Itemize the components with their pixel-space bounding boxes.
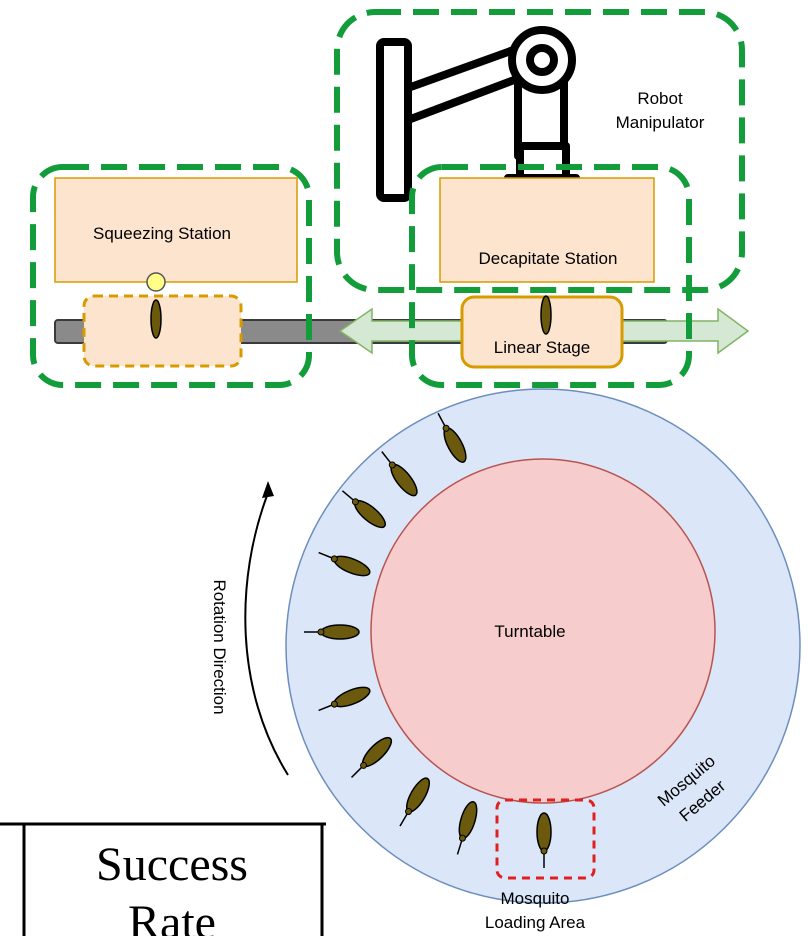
mosquito-icon — [351, 736, 393, 778]
turntable-label: Turntable — [494, 622, 565, 641]
robot-manipulator-label-line1: Robot — [637, 89, 683, 108]
rotation-direction-label: Rotation Direction — [210, 579, 229, 714]
mosquito-icon — [318, 686, 371, 712]
turntable — [370, 458, 716, 804]
mosquito-icon — [456, 800, 478, 855]
squeezing-station-label: Squeezing Station — [93, 224, 231, 243]
squeezing-station-group-outline — [30, 164, 312, 388]
table-header-rate: Rate — [128, 896, 216, 936]
table-fragment: Success Rate — [0, 822, 326, 936]
table-header-success: Success — [96, 838, 248, 891]
mosquito-loading-area-label-line2: Loading Area — [485, 913, 586, 932]
mosquito-icon — [318, 551, 371, 577]
mosquito-icon — [381, 451, 418, 497]
mosquito-loading-area-label-line1: Mosquito — [501, 889, 570, 908]
linear-stage-carriage — [460, 295, 624, 369]
mosquito-icon — [341, 490, 386, 529]
decapitate-station-box — [439, 177, 655, 283]
squeezing-probe-dot — [146, 272, 166, 292]
mosquito-icon — [540, 295, 552, 335]
mosquito-icon — [150, 299, 162, 339]
arrowhead-icon — [262, 481, 274, 498]
robot-arm-icon — [376, 26, 576, 202]
squeezing-station-box — [54, 177, 298, 283]
robot-manipulator-group-outline — [334, 9, 745, 293]
linear-stage-label: Linear Stage — [494, 338, 590, 357]
robot-manipulator-label-line2: Manipulator — [616, 113, 705, 132]
decapitate-station-group-outline — [409, 164, 692, 388]
mosquito-icon — [304, 624, 360, 640]
rotation-direction-arrow — [244, 492, 289, 776]
mosquito-icon — [399, 777, 431, 827]
mosquito-icon — [437, 412, 467, 463]
squeezing-carriage — [82, 294, 243, 368]
decapitate-station-label: Decapitate Station — [479, 249, 618, 268]
mosquito-icon — [536, 812, 552, 868]
